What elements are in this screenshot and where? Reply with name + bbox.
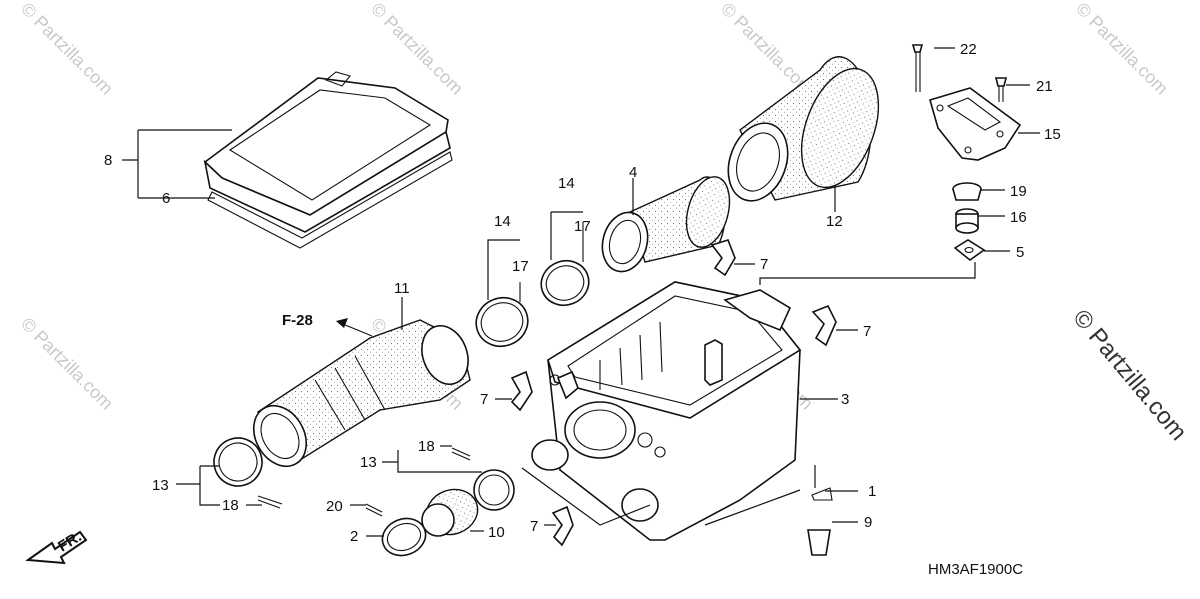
callout-9: 9 <box>864 514 872 531</box>
callout-7: 7 <box>530 518 538 535</box>
callout-6: 6 <box>162 190 170 207</box>
copyright-text: © Partzilla.com <box>1067 305 1192 446</box>
watermark-text: © Partzilla.com <box>17 0 117 99</box>
clamp-pair <box>475 222 590 348</box>
reference-arrow <box>336 318 373 337</box>
callout-19: 19 <box>1010 183 1027 200</box>
callout-7: 7 <box>480 391 488 408</box>
lower-joint <box>213 437 515 557</box>
reference-label: F-28 <box>282 312 313 329</box>
callout-14: 14 <box>494 213 511 230</box>
callout-7: 7 <box>863 323 871 340</box>
callout-10: 10 <box>488 524 505 541</box>
bracket-assembly <box>911 44 1022 161</box>
callout-1: 1 <box>868 483 876 500</box>
grommet-stack <box>952 182 986 262</box>
callout-4: 4 <box>629 164 637 181</box>
cover-assembly <box>203 71 453 249</box>
callout-5: 5 <box>1016 244 1024 261</box>
callout-20: 20 <box>326 498 343 515</box>
watermark-text: © Partzilla.com <box>17 314 117 414</box>
callout-18: 18 <box>418 438 435 455</box>
callout-3: 3 <box>841 391 849 408</box>
clip-set <box>510 239 837 547</box>
callout-18: 18 <box>222 497 239 514</box>
callout-16: 16 <box>1010 209 1027 226</box>
callout-22: 22 <box>960 41 977 58</box>
callout-2: 2 <box>350 528 358 545</box>
front-arrow-icon <box>25 530 88 565</box>
callout-13: 13 <box>360 454 377 471</box>
intake-tube <box>252 319 471 467</box>
callout-labels: 1 2 3 4 5 6 7 7 7 7 7 8 9 10 11 12 13 13… <box>104 41 1061 545</box>
callout-17: 17 <box>574 218 591 235</box>
air-box <box>531 281 833 556</box>
callout-17: 17 <box>512 258 529 275</box>
watermark-text: © Partzilla.com <box>1072 0 1172 99</box>
filter-screen <box>601 176 731 273</box>
callout-13: 13 <box>152 477 169 494</box>
callout-7: 7 <box>760 256 768 273</box>
filter-element <box>727 56 880 202</box>
callout-15: 15 <box>1044 126 1061 143</box>
diagram-code: HM3AF1900C <box>928 561 1023 578</box>
callout-11: 11 <box>394 280 410 297</box>
watermark-text: © Partzilla.com <box>367 0 467 99</box>
callout-8: 8 <box>104 152 112 169</box>
leader-lines <box>122 47 1040 537</box>
callout-21: 21 <box>1036 78 1053 95</box>
callout-14: 14 <box>558 175 575 192</box>
callout-12: 12 <box>826 213 843 230</box>
